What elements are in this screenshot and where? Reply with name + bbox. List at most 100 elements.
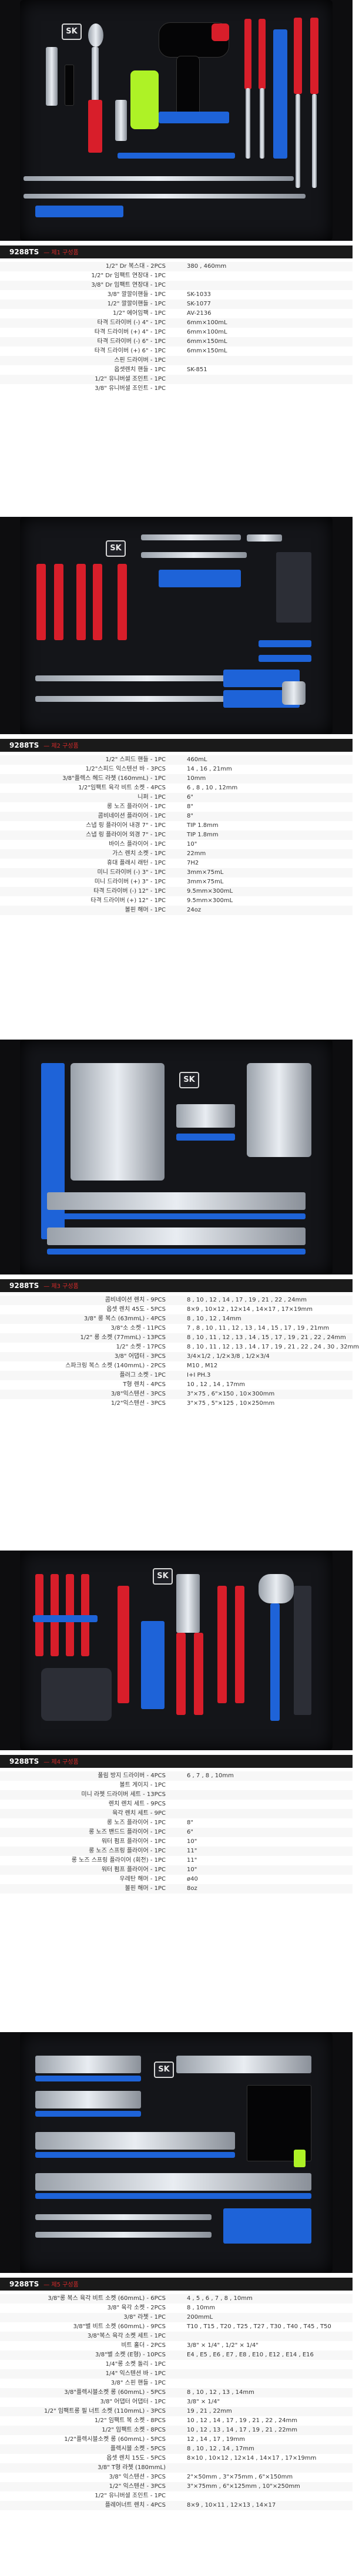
item-spec: SK-1077	[187, 301, 211, 307]
item-name: 1/2" 임팩트롱 필 너트 소켓 (110mmL) - 3PCS	[43, 2408, 166, 2414]
ball-pein-hammer	[282, 681, 306, 705]
item-name: 1/2" 에어임팩 - 1PC	[112, 310, 166, 317]
section-subtitle: — 제4 구성품	[43, 1759, 79, 1765]
hammer-handle	[270, 1603, 280, 1721]
bit-socket-row	[35, 2091, 141, 2108]
item-spec	[176, 356, 353, 365]
spec-row: 1/2" 익스텐션 - 3PCS 3"×75mm , 6"×125mm , 10"…	[0, 2482, 353, 2491]
item-name: 3/8"복스 육각 소켓 세트 - 1PC	[87, 2333, 166, 2339]
ratchet-shaft	[92, 47, 99, 106]
tool-tray-photo-2: SK	[0, 517, 353, 734]
item-spec: 3"×75mm , 6"×125mm , 10"×250mm	[187, 2483, 300, 2490]
screwdriver	[310, 18, 318, 94]
spec-header-2: 9288TS— 제2 구성품	[0, 739, 353, 752]
tool-holder	[35, 2076, 141, 2081]
ratchet-grip	[88, 100, 102, 153]
item-spec: E4 , E5 , E6 , E7 , E8 , E10 , E12 , E14…	[187, 2352, 314, 2358]
item-name: 타격 드라이버 (-) 6" - 1PC	[97, 338, 166, 345]
tool-tray-photo-3: SK	[0, 1040, 353, 1274]
breaker-bar	[24, 176, 294, 181]
extension-bar	[46, 47, 58, 106]
spec-row: 3/8" T형 라쳇 (180mmL)	[0, 2463, 353, 2473]
item-spec	[176, 2332, 353, 2341]
item-spec: 10"	[187, 1838, 197, 1845]
item-name: 미니 라쳇 드라이버 세트 - 13PCS	[81, 1791, 166, 1798]
item-spec: 9.5mm×300mL	[187, 897, 233, 904]
ratchet-handle	[65, 65, 74, 106]
item-spec: 3mm×75mL	[187, 869, 224, 876]
item-name: 롱 노즈 플라이어 - 1PC	[106, 803, 166, 810]
item-name: 3/8"별 비트 소켓 (60mmL) - 9PCS	[73, 2323, 166, 2330]
plier-handle	[36, 564, 46, 640]
socket-row	[47, 1228, 306, 1245]
section-subtitle: — 제5 구성품	[43, 2282, 79, 2288]
item-name: 롱 노즈 스프링 플라이어 - 1PC	[89, 1848, 166, 1854]
screwdriver	[259, 19, 266, 89]
ratchet-head	[88, 23, 103, 47]
mini-screwdriver	[259, 640, 311, 647]
item-spec	[176, 271, 353, 281]
item-spec	[176, 1781, 353, 1790]
plier-handle	[217, 1586, 227, 1703]
plier-handle	[54, 564, 63, 640]
item-name: 비트 홀더 - 2PCS	[121, 2342, 166, 2349]
item-spec: 14 , 16 , 21mm	[187, 766, 232, 772]
screwdriver	[244, 19, 251, 89]
item-spec	[176, 2360, 353, 2369]
brand-logo: SK	[153, 1568, 173, 1585]
screwdriver-shaft	[312, 94, 317, 188]
tool-holder	[35, 2193, 311, 2199]
item-name: 1/2" 익스텐션 - 3PCS	[109, 2483, 166, 2490]
item-spec: 8 , 10 , 11 , 12 , 13 , 14 , 17 , 19 , 2…	[187, 1344, 359, 1350]
product-code: 9288TS	[9, 248, 39, 256]
item-spec: 3"×75 , 6"×150 , 10×300mm	[187, 1391, 275, 1397]
item-name: 1/2" 유니버셜 조인트 - 1PC	[95, 2493, 166, 2499]
vise-grip-pliers	[276, 552, 311, 623]
spec-header-1: 9288TS— 제1 구성품	[0, 246, 353, 258]
wrench-rack	[223, 2208, 311, 2244]
item-spec: 10 , 12 , 13 , 14 , 17 , 19 , 21 , 22mm	[187, 2427, 298, 2433]
item-name: 가스 렌치 소켓 - 1PC	[112, 850, 166, 857]
item-name: 3/8" 유니버셜 조인트 - 1PC	[95, 385, 166, 392]
item-spec	[176, 1800, 353, 1809]
item-name: 니퍼 - 1PC	[137, 794, 166, 801]
item-spec: 8"	[187, 813, 193, 819]
item-spec: 8oz	[187, 1885, 197, 1892]
item-name: 3/8"소 소켓 - 11PCS	[110, 1325, 166, 1331]
item-name: 3/8" T형 라쳇 (180mmL)	[98, 2464, 166, 2471]
item-spec	[176, 384, 353, 394]
brand-logo: SK	[106, 540, 126, 557]
snap-ring-pliers	[159, 570, 241, 587]
item-spec: 10mm	[187, 775, 206, 782]
long-nose-pliers	[176, 1574, 200, 1633]
item-name: T형 렌치 - 4PCS	[123, 1381, 166, 1388]
spin-driver	[130, 70, 159, 129]
spec-header-3: 9288TS— 제3 구성품	[0, 1279, 353, 1292]
product-code: 9288TS	[9, 1282, 39, 1290]
item-spec: 12 , 14 , 17 , 19mm	[187, 2436, 245, 2443]
tool-holder	[176, 1134, 235, 1141]
item-spec: 8 , 10 , 12 , 14 , 17mm	[187, 2446, 254, 2452]
